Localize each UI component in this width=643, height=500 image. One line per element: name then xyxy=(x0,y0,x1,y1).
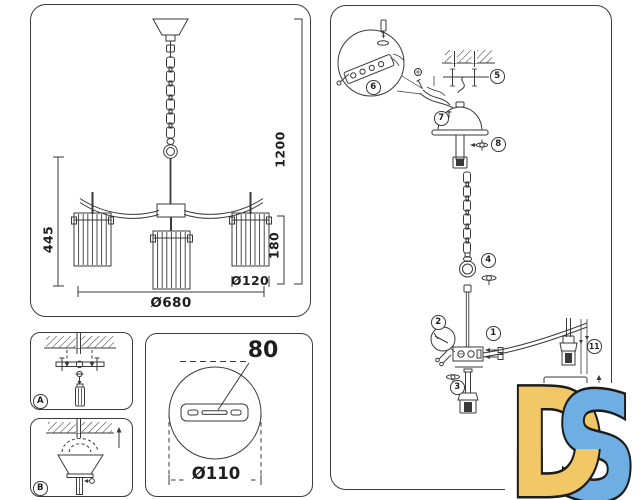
logo-letter-s: S xyxy=(555,383,638,500)
chandelier-drawing xyxy=(53,18,303,297)
mount-step-a-panel: A xyxy=(30,332,133,410)
callout-2: 2 xyxy=(431,315,446,330)
step-b-badge: B xyxy=(33,481,48,496)
mounting-plate-drawing xyxy=(168,361,262,485)
dim-shade-diameter-label: Ø120 xyxy=(230,273,270,288)
callout-3: 3 xyxy=(450,380,465,395)
installation-drawing xyxy=(336,19,602,415)
ds-logo: D S D xyxy=(505,354,643,500)
callout-11: 11 xyxy=(587,339,602,354)
callout-5: 5 xyxy=(490,69,505,84)
dim-total-height-label: 1200 xyxy=(272,131,288,168)
spec-panel: 445 1200 180 Ø120 Ø680 xyxy=(30,4,311,317)
dim-body-height-label: 445 xyxy=(40,225,56,254)
callout-4: 4 xyxy=(481,253,496,268)
callout-7: 7 xyxy=(434,111,449,126)
dim-fixture-diameter-label: Ø680 xyxy=(150,295,192,311)
dim-shade-height-label: 180 xyxy=(266,231,282,260)
mount-step-b-panel: B xyxy=(30,418,133,497)
callout-6: 6 xyxy=(366,80,381,95)
step-a-drawing xyxy=(44,333,116,407)
step-b-drawing xyxy=(46,419,122,495)
ds-logo-graphic: D S D xyxy=(506,354,640,500)
dim-plate-diameter-label: Ø110 xyxy=(184,464,248,483)
mounting-plate-panel: 80 Ø110 xyxy=(145,333,313,497)
callout-1: 1 xyxy=(486,326,501,341)
callout-8: 8 xyxy=(491,137,506,152)
step-a-badge: A xyxy=(33,394,48,409)
logo-letter-d-overlap: D xyxy=(508,383,605,500)
dim-slot-width-label: 80 xyxy=(247,338,279,363)
